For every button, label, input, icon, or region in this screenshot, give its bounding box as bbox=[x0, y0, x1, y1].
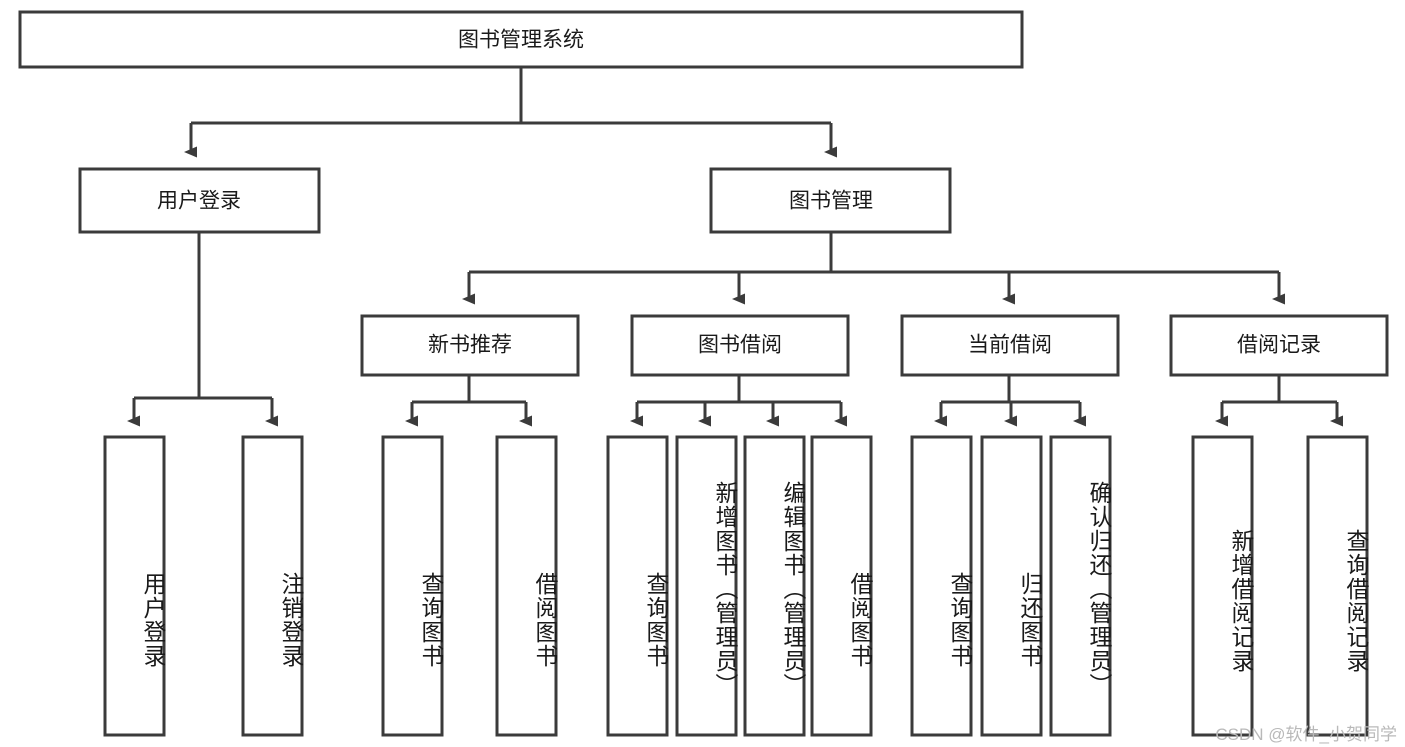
leaf-boxes bbox=[103, 435, 1369, 737]
node-borrow-record[interactable]: 借阅记录 bbox=[1169, 314, 1389, 377]
node-user-login-box[interactable] bbox=[78, 167, 321, 234]
node-root[interactable]: 图书管理系统 bbox=[18, 10, 1024, 69]
leaf-box-add-book-admin[interactable] bbox=[675, 435, 738, 737]
edge-group-book-mgmt bbox=[462, 233, 1285, 305]
node-book-management[interactable]: 图书管理 bbox=[709, 167, 952, 234]
node-new-book-recommend[interactable]: 新书推荐 bbox=[360, 314, 580, 377]
edge-group-current-borrow bbox=[934, 376, 1086, 427]
leaf-box-query-book-1[interactable] bbox=[381, 435, 444, 737]
node-user-login-label: 用户登录 bbox=[157, 190, 241, 213]
node-book-management-box[interactable] bbox=[709, 167, 952, 234]
node-user-login[interactable]: 用户登录 bbox=[78, 167, 321, 234]
leaf-box-query-book-2[interactable] bbox=[606, 435, 669, 737]
node-book-borrow-label: 图书借阅 bbox=[698, 334, 782, 357]
node-root-box[interactable] bbox=[18, 10, 1024, 69]
node-book-borrow-box[interactable] bbox=[630, 314, 850, 377]
edge-group-root bbox=[184, 68, 837, 158]
edge-group-new-book bbox=[405, 376, 532, 427]
leaf-box-query-book-3[interactable] bbox=[910, 435, 973, 737]
leaf-box-return-book[interactable] bbox=[980, 435, 1043, 737]
node-book-borrow[interactable]: 图书借阅 bbox=[630, 314, 850, 377]
leaf-box-borrow-book-1[interactable] bbox=[495, 435, 558, 737]
csdn-watermark: CSDN @软件_小贺同学 bbox=[1215, 725, 1397, 744]
edge-group-borrow-record bbox=[1215, 376, 1343, 427]
leaf-box-edit-book-admin[interactable] bbox=[743, 435, 806, 737]
leaf-box-logout[interactable] bbox=[241, 435, 304, 737]
edge-group-user-login bbox=[127, 233, 278, 427]
leaf-box-borrow-book-2[interactable] bbox=[810, 435, 873, 737]
node-new-book-recommend-label: 新书推荐 bbox=[428, 334, 512, 357]
node-new-book-recommend-box[interactable] bbox=[360, 314, 580, 377]
node-root-label: 图书管理系统 bbox=[458, 29, 584, 52]
node-borrow-record-label: 借阅记录 bbox=[1237, 334, 1321, 357]
node-book-management-label: 图书管理 bbox=[789, 190, 873, 213]
node-current-borrow-label: 当前借阅 bbox=[968, 334, 1052, 357]
edge-group-borrow bbox=[630, 376, 847, 427]
node-borrow-record-box[interactable] bbox=[1169, 314, 1389, 377]
leaf-box-confirm-return-admin[interactable] bbox=[1049, 435, 1112, 737]
leaf-box-user-login[interactable] bbox=[103, 435, 166, 737]
leaf-box-add-borrow-record[interactable] bbox=[1191, 435, 1254, 737]
node-current-borrow-box[interactable] bbox=[900, 314, 1120, 377]
node-current-borrow[interactable]: 当前借阅 bbox=[900, 314, 1120, 377]
leaf-box-query-borrow-record[interactable] bbox=[1306, 435, 1369, 737]
